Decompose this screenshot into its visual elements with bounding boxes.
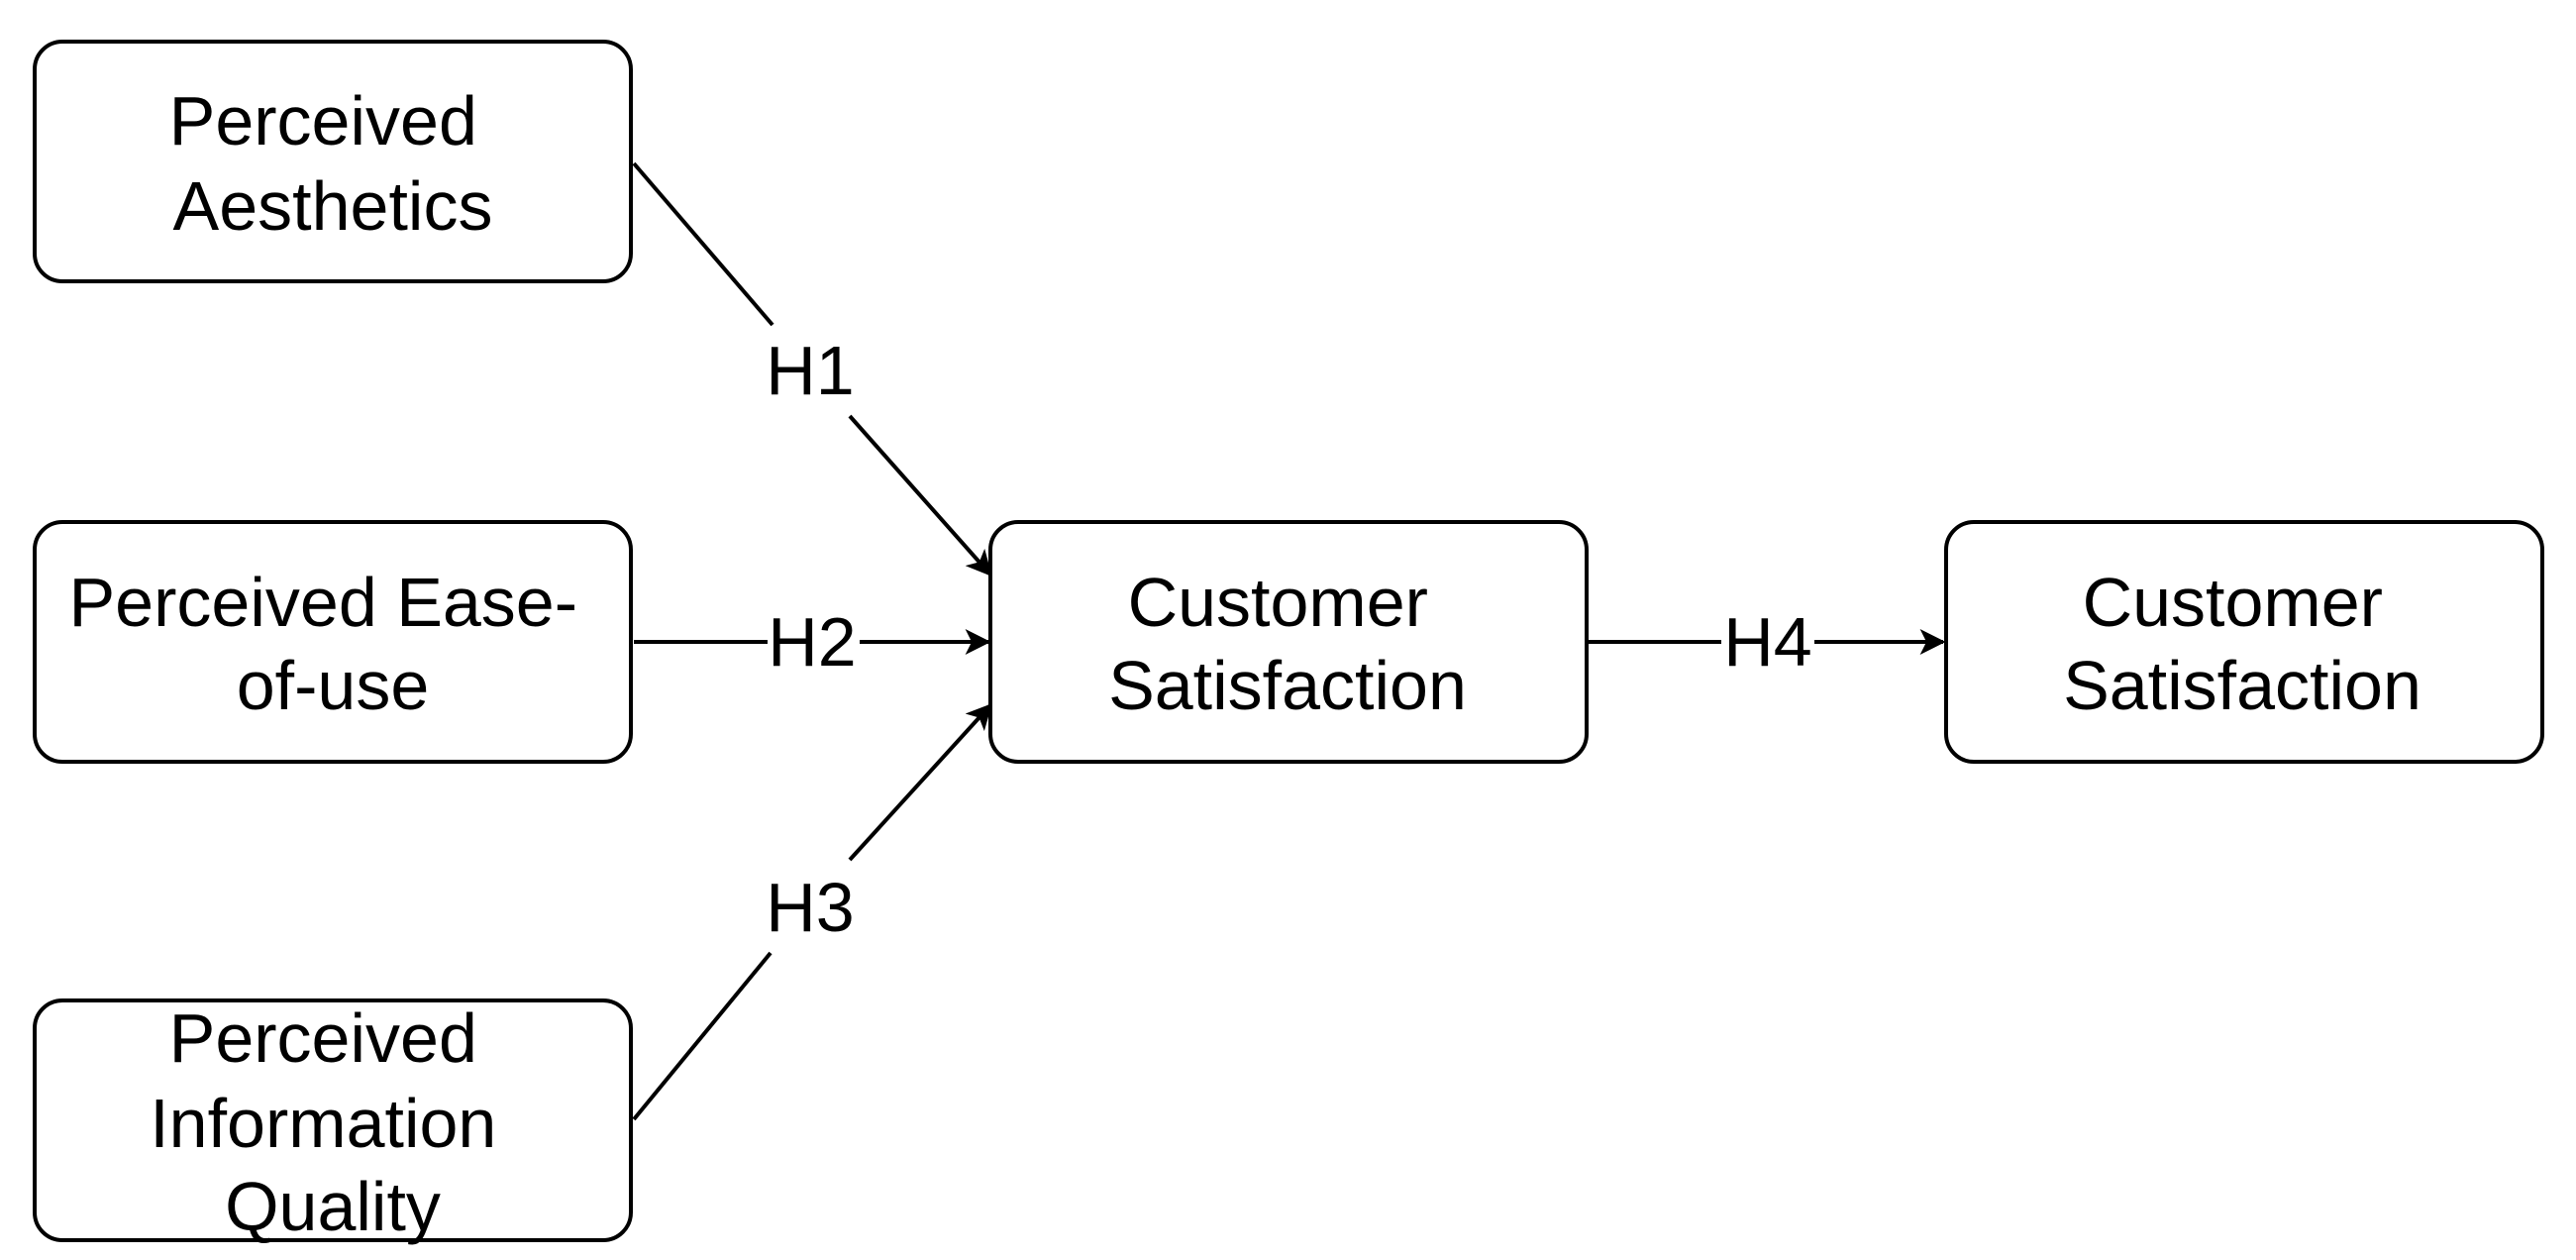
node-customer-satisfaction-right: Customer Satisfaction	[1944, 520, 2544, 764]
node-label-line: of-use	[237, 647, 430, 724]
node-label-line: Information	[150, 1085, 496, 1162]
node-label-line: Aesthetics	[173, 167, 493, 245]
node-label-line: Customer	[2083, 564, 2383, 641]
edge-label-h2: H2	[768, 603, 856, 681]
edge-h3-line-end	[848, 703, 992, 862]
node-label-line: Quality	[225, 1168, 441, 1245]
node-label-line: Perceived	[169, 999, 477, 1077]
node-customer-satisfaction-center: Customer Satisfaction	[988, 520, 1589, 764]
edge-h1-line-start	[632, 161, 774, 327]
node-label-line: Customer	[1128, 564, 1428, 641]
node-label-line: Satisfaction	[1108, 647, 1467, 724]
node-label-line: Perceived	[169, 82, 477, 159]
edge-h3-line-start	[632, 951, 773, 1121]
svg-text:Perceived Aesthetics: Perceived Aesthetics	[169, 82, 497, 245]
node-label-line: Perceived Ease-	[68, 564, 577, 641]
edge-h1-line-end	[848, 414, 992, 577]
svg-text:Customer Satisfaction: Customer Satisfaction	[1108, 564, 1467, 724]
node-label-line: Satisfaction	[2063, 647, 2421, 724]
svg-text:Perceived Information: Perceived Information Quality	[150, 999, 516, 1245]
node-perceived-ease-of-use: Perceived Ease- of-use	[33, 520, 633, 764]
svg-text:Customer Satisfaction: Customer Satisfaction	[2063, 564, 2421, 724]
edge-label-h3: H3	[766, 869, 854, 946]
edge-label-h4: H4	[1723, 603, 1811, 681]
node-perceived-aesthetics: Perceived Aesthetics	[33, 40, 633, 283]
edge-label-h1: H1	[766, 332, 854, 409]
svg-text:Perceived Ease- of-use: Perceived Ease- of-use	[68, 564, 596, 724]
node-perceived-information-quality: Perceived Information Quality	[33, 998, 633, 1245]
